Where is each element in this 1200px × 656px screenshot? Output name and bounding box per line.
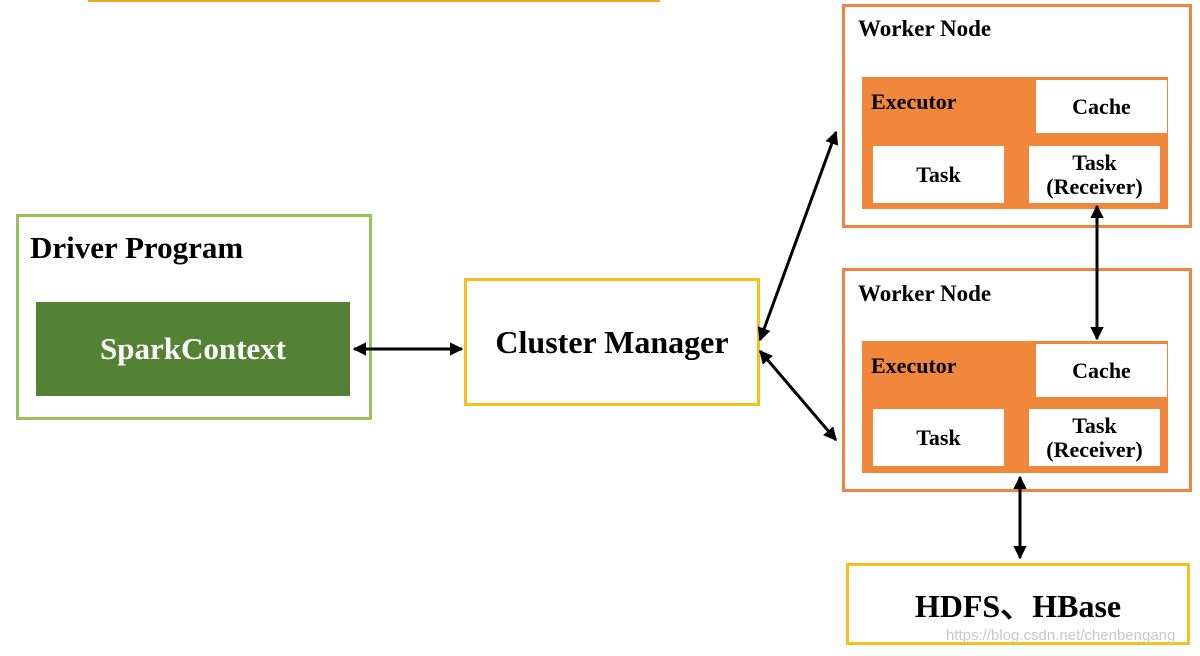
spark-context-box: SparkContext	[36, 302, 350, 396]
receiver-task-box-1: Task (Receiver)	[1029, 146, 1160, 203]
task-box-2: Task	[873, 409, 1004, 466]
task-box-1: Task	[873, 146, 1004, 203]
cache-box-2: Cache	[1036, 344, 1167, 397]
worker-node-1-title: Worker Node	[858, 16, 992, 41]
executor-2-label: Executor	[871, 353, 957, 378]
executor-1-label: Executor	[871, 89, 957, 114]
hdfs-hbase-box: HDFS、HBase	[846, 563, 1190, 645]
top-accent-bar	[88, 0, 660, 2]
cluster-manager-box: Cluster Manager	[464, 278, 760, 406]
receiver-task-box-2: Task (Receiver)	[1029, 409, 1160, 466]
cache-box-1: Cache	[1036, 80, 1167, 133]
arrow-cluster-worker1	[757, 130, 839, 342]
arrow-cluster-worker2	[758, 349, 838, 442]
driver-program-title: Driver Program	[30, 230, 244, 265]
worker-node-2-title: Worker Node	[858, 281, 992, 306]
watermark-text: https://blog.csdn.net/chenbengang	[946, 627, 1176, 644]
